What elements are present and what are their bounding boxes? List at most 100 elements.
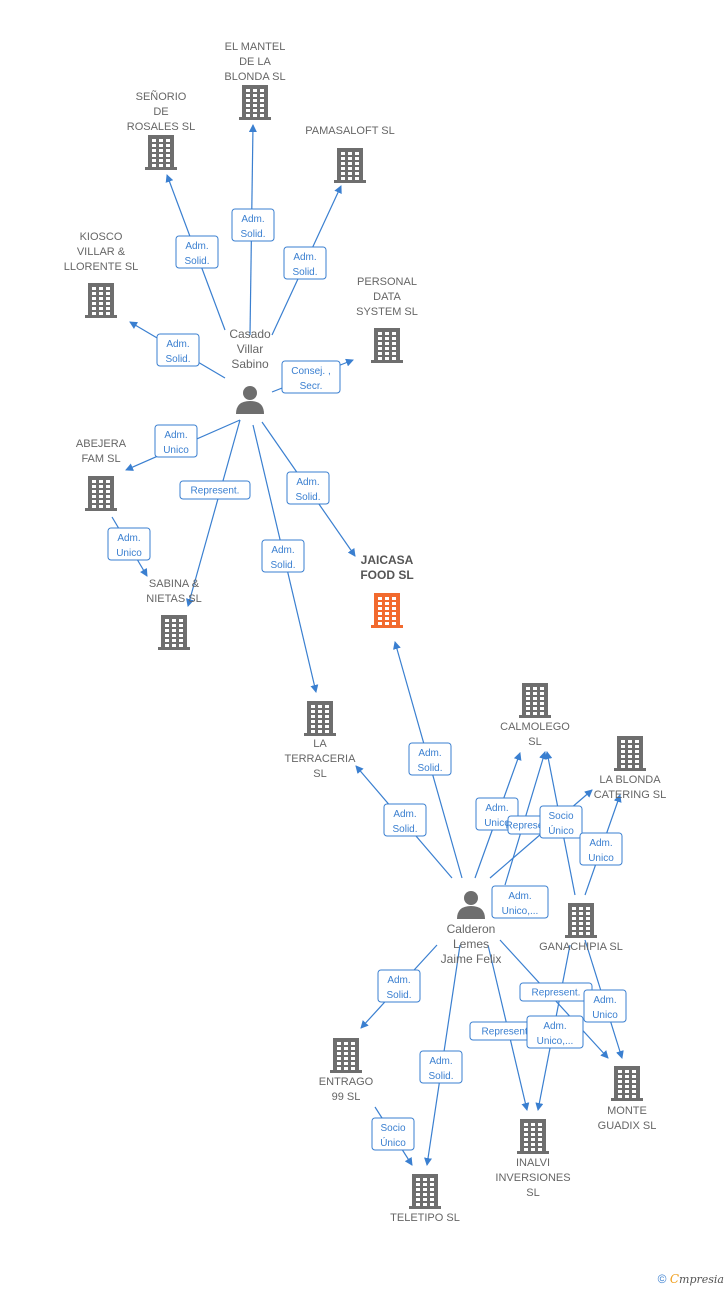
relation-badge[interactable]: Adm.Solid. [283,246,327,280]
relation-label: Unico [588,853,614,864]
company-label[interactable]: EL MANTEL [225,41,286,53]
company-label[interactable]: GUADIX SL [598,1120,657,1132]
brand-name[interactable]: mpresia [679,1273,724,1286]
company-label[interactable]: LA BLONDA [599,774,661,786]
company-label[interactable]: SABINA & [149,578,200,590]
company-label[interactable]: TELETIPO SL [390,1212,460,1224]
company-node-inalvi[interactable]: INALVI INVERSIONES SL [495,1119,571,1199]
company-node-kiosco[interactable]: KIOSCO VILLAR & LLORENTE SL [64,231,139,318]
company-label[interactable]: SYSTEM SL [356,306,418,318]
company-node-terraceria[interactable]: LA TERRACERIA SL [285,701,357,780]
company-label[interactable]: DE LA [239,56,271,68]
company-label[interactable]: INVERSIONES [495,1172,570,1184]
relation-badge[interactable]: Adm.Unico,... [526,1015,584,1049]
company-label[interactable]: PAMASALOFT SL [305,125,394,137]
company-label[interactable]: SL [313,768,326,780]
relation-label: Solid. [386,990,411,1001]
relation-badge[interactable]: Adm.Solid. [377,969,421,1003]
relation-badge[interactable]: Consej. , Secr. [281,360,341,394]
company-node-ganachipia[interactable]: GANACHIPIA SL [539,903,623,953]
company-label[interactable]: 99 SL [332,1091,361,1103]
relation-badge[interactable]: Adm.Unico [583,989,627,1023]
company-node-abejera[interactable]: ABEJERA FAM SL [76,438,127,511]
company-label[interactable]: SEÑORIO [136,90,187,103]
relation-label: Adm. [429,1056,452,1067]
company-label[interactable]: NIETAS SL [146,593,201,605]
company-label[interactable]: ENTRAGO [319,1076,374,1088]
company-label[interactable]: TERRACERIA [285,753,357,765]
relation-label: Secr. [300,381,323,392]
company-label[interactable]: GANACHIPIA SL [539,941,623,953]
company-label[interactable]: CALMOLEGO [500,721,570,733]
relation-badge[interactable]: Adm.Unico [579,832,623,866]
relation-label: Adm. [293,252,316,263]
relation-badge[interactable]: Adm.Solid. [231,208,275,242]
relation-label: Solid. [184,256,209,267]
company-label[interactable]: FOOD SL [360,568,413,582]
person-label[interactable]: Calderon [447,922,496,936]
company-label[interactable]: SL [528,736,541,748]
company-node-entrago[interactable]: ENTRAGO 99 SL [319,1038,374,1103]
relation-badge[interactable]: Adm.Solid. [383,803,427,837]
relation-label: Adm. [166,339,189,350]
person-label[interactable]: Jaime Felix [441,952,502,966]
relation-label: Solid. [165,354,190,365]
relation-badge[interactable]: Represent. [469,1021,543,1041]
company-label[interactable]: JAICASA [361,553,414,567]
company-node-personal[interactable]: PERSONAL DATA SYSTEM SL [356,276,418,363]
relation-badge[interactable]: Adm.Unico [107,527,151,561]
relation-badge[interactable]: Adm.Solid. [175,235,219,269]
person-label[interactable]: Casado [229,327,271,341]
building-icon [614,736,646,771]
company-node-mantel[interactable]: EL MANTEL DE LA BLONDA SL [224,41,286,120]
relation-badge[interactable]: Represent. [519,982,593,1002]
company-label[interactable]: FAM SL [81,453,120,465]
relation-badge[interactable]: Represent. [179,480,251,500]
relation-label: Solid. [295,492,320,503]
company-node-calmolego[interactable]: CALMOLEGO SL [500,683,570,748]
relation-badge[interactable]: Adm.Solid. [286,471,330,505]
company-node-sabina[interactable]: SABINA & NIETAS SL [146,578,202,650]
relation-label: Solid. [240,229,265,240]
company-label[interactable]: DATA [373,291,401,303]
relation-badge[interactable]: Adm.Unico [154,424,198,458]
company-label[interactable]: PERSONAL [357,276,417,288]
company-label[interactable]: CATERING SL [594,789,667,801]
company-node-lablonda[interactable]: LA BLONDA CATERING SL [594,736,667,801]
company-label[interactable]: INALVI [516,1157,550,1169]
company-node-senorio[interactable]: SEÑORIO DE ROSALES SL [127,90,195,170]
relation-label: Solid. [417,763,442,774]
company-label[interactable]: VILLAR & [77,246,126,258]
company-node-teletipo[interactable]: TELETIPO SL [390,1174,460,1224]
company-label[interactable]: LLORENTE SL [64,261,139,273]
building-icon [304,701,336,736]
relation-badge[interactable]: Adm.Unico,... [491,885,549,919]
person-label[interactable]: Lemes [453,937,489,951]
company-node-monte[interactable]: MONTE GUADIX SL [598,1066,657,1132]
person-label[interactable]: Sabino [231,357,269,371]
relation-label: Adm. [271,545,294,556]
company-label[interactable]: DE [153,106,168,118]
relation-badge[interactable]: Adm.Solid. [261,539,305,573]
company-label[interactable]: KIOSCO [80,231,123,243]
company-label[interactable]: MONTE [607,1105,647,1117]
company-label[interactable]: BLONDA SL [224,71,285,83]
company-label[interactable]: LA [313,738,327,750]
company-label[interactable]: SL [526,1187,539,1199]
person-label[interactable]: Villar [237,342,263,356]
building-icon [371,328,403,363]
relation-badge[interactable]: Adm.Solid. [419,1050,463,1084]
company-node-pamasaloft[interactable]: PAMASALOFT SL [305,125,395,183]
company-label[interactable]: ABEJERA [76,438,127,450]
relation-badge[interactable]: Adm.Solid. [408,742,452,776]
relation-label: Consej. , [291,366,330,377]
relation-badge[interactable]: Adm. Solid. [156,333,200,367]
company-label[interactable]: ROSALES SL [127,121,195,133]
relation-label: Unico,... [537,1036,574,1047]
relation-label: Único [548,824,574,837]
